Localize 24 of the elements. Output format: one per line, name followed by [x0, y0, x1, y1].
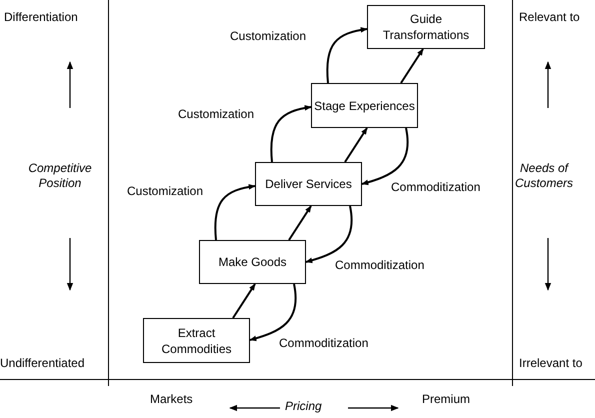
arrow	[326, 27, 368, 84]
arrow	[288, 205, 312, 241]
axis-label: Premium	[422, 392, 470, 407]
axis-label: Undifferentiated	[0, 356, 85, 371]
process-box: Extract Commodities	[143, 318, 250, 363]
arrow	[232, 283, 256, 319]
axis-label: Relevant to	[519, 10, 580, 25]
axis-title: Competitive Position	[27, 161, 93, 191]
axis-label: Differentiation	[4, 10, 78, 25]
axis-title: Needs of Customers	[514, 161, 574, 191]
arrow	[344, 127, 368, 163]
arrow	[361, 128, 409, 185]
arrow	[214, 184, 256, 240]
axis-label: Irrelevant to	[519, 356, 582, 371]
process-box: Stage Experiences	[311, 83, 418, 128]
arrow	[400, 48, 424, 84]
process-box: Guide Transformations	[367, 5, 485, 49]
axis-title: Pricing	[285, 399, 322, 414]
arrow	[249, 284, 297, 341]
axis-label: Markets	[150, 392, 193, 407]
process-box: Make Goods	[199, 240, 306, 284]
arrow	[270, 105, 312, 162]
process-box: Deliver Services	[255, 162, 362, 206]
arrow	[305, 206, 353, 263]
